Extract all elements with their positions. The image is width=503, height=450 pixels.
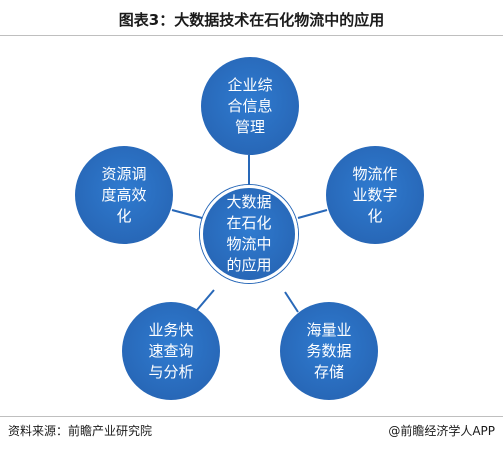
node-bottom-right: 海量业 务数据 存储 — [280, 302, 378, 400]
node-bottom-left-label: 业务快 速查询 与分析 — [148, 320, 194, 381]
node-left-label: 资源调 度高效 化 — [101, 164, 147, 225]
credit-text: @前瞻经济学人APP — [388, 424, 495, 438]
node-right: 物流作 业数字 化 — [326, 146, 424, 244]
connector-left — [171, 209, 203, 219]
node-bottom-right-label: 海量业 务数据 存储 — [306, 320, 352, 381]
node-bottom-left: 业务快 速查询 与分析 — [122, 302, 220, 400]
node-top: 企业综 合信息 管理 — [201, 57, 299, 155]
node-top-label: 企业综 合信息 管理 — [227, 75, 273, 136]
page-title: 图表3：大数据技术在石化物流中的应用 — [118, 11, 385, 29]
node-center-label: 大数据 在石化 物流中 的应用 — [226, 193, 272, 274]
connector-bottom-left — [196, 289, 215, 311]
node-center: 大数据 在石化 物流中 的应用 — [200, 185, 298, 283]
connector-right — [297, 209, 328, 219]
footer-divider — [0, 416, 503, 417]
node-left: 资源调 度高效 化 — [75, 146, 173, 244]
node-right-label: 物流作 业数字 化 — [352, 164, 398, 225]
source-text: 资料来源：前瞻产业研究院 — [8, 424, 153, 438]
connector-bottom-right — [284, 291, 299, 313]
title-divider — [0, 35, 503, 36]
